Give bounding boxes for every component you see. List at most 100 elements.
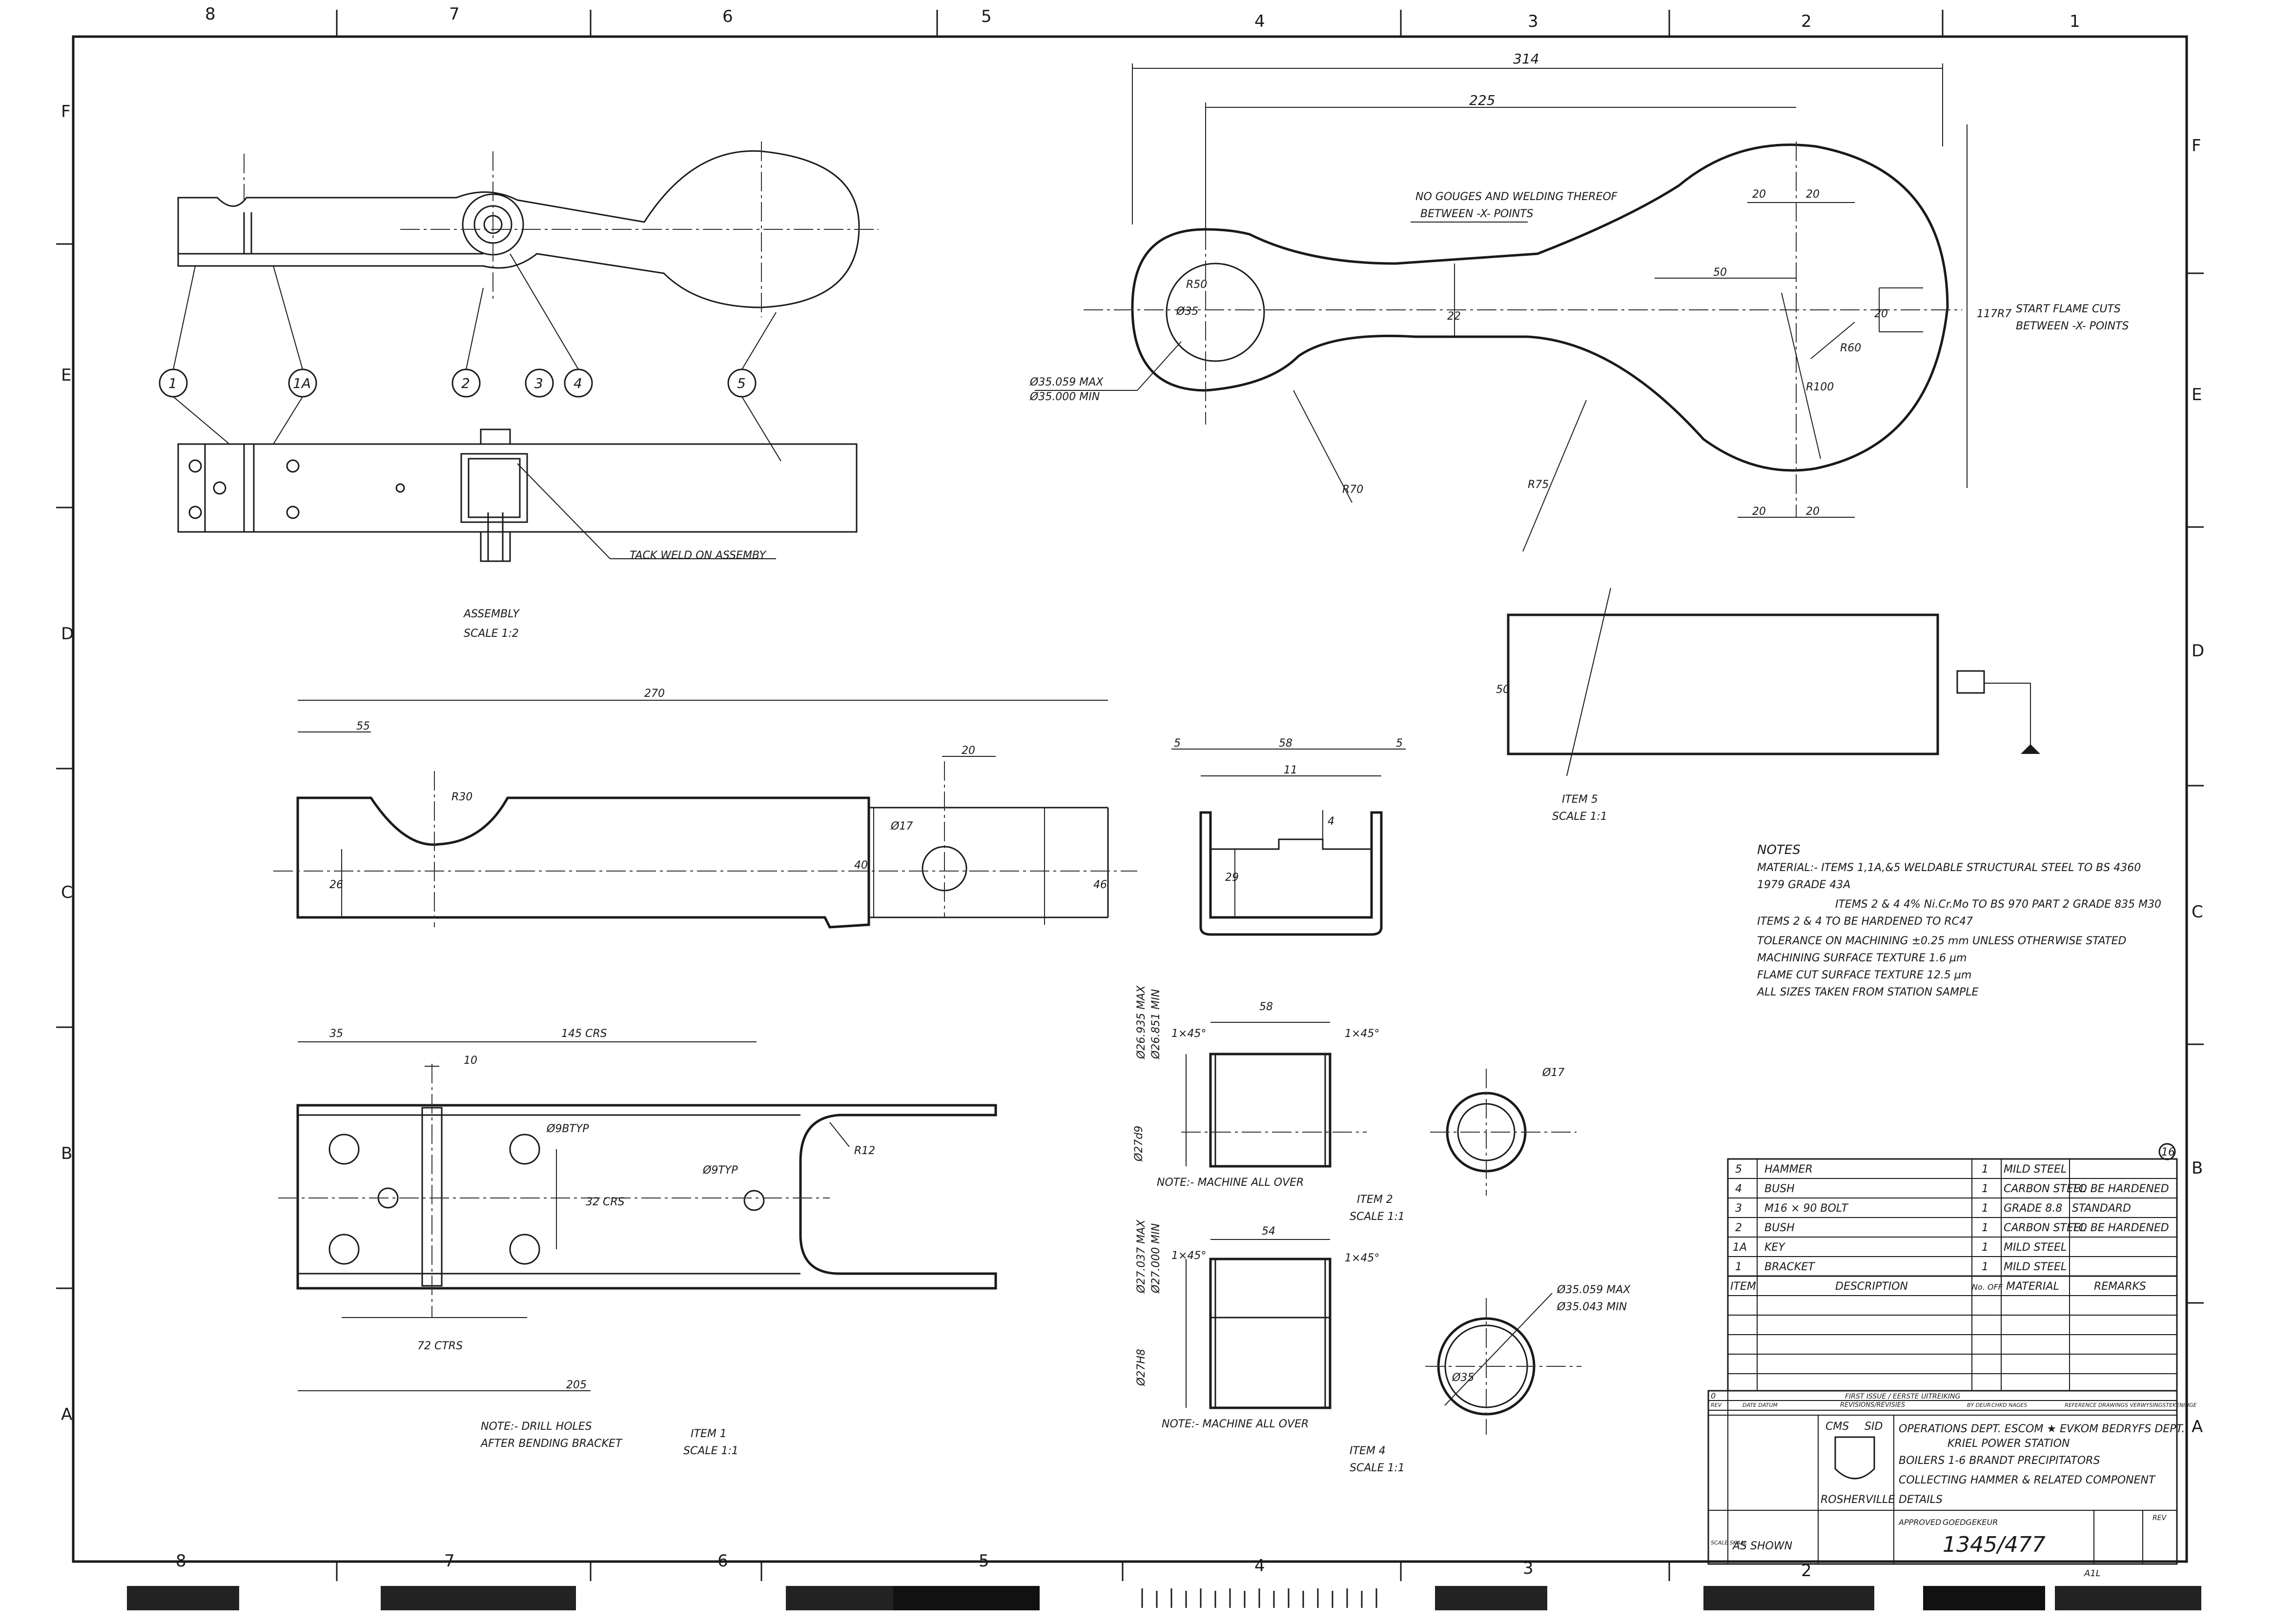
item2-scale: SCALE 1:1 <box>1350 1211 1405 1223</box>
bom-row-3: 3 M16 × 90 BOLT 1 GRADE 8.8 STANDARD <box>1735 1202 2131 1215</box>
svg-text:SCALE SKAAL: SCALE SKAAL <box>1711 1540 1747 1546</box>
escom-logo <box>1834 1436 1875 1480</box>
bom-row-2: 2 BUSH 1 CARBON STEEL TO BE HARDENED <box>1735 1222 2169 1234</box>
zone-col-4-b: 4 <box>1254 1556 1265 1576</box>
svg-text:No. OFF: No. OFF <box>1972 1282 2003 1292</box>
svg-text:2: 2 <box>1735 1222 1742 1234</box>
chamfer-2: 1×45° <box>1345 1028 1379 1040</box>
dim-72ctrs: 72 CTRS <box>417 1340 463 1352</box>
zone-row-d-r: D <box>2192 641 2204 661</box>
svg-text:KRIEL POWER STATION: KRIEL POWER STATION <box>1948 1438 2070 1450</box>
svg-text:1: 1 <box>1982 1183 1988 1195</box>
svg-text:ITEM: ITEM <box>1730 1280 1756 1293</box>
svg-text:APPROVED: APPROVED <box>1898 1518 1941 1527</box>
zone-col-1: 1 <box>2070 12 2080 31</box>
bush4-min: Ø27.000 MIN <box>1150 1223 1162 1294</box>
item4-bush-view: 54 1×45° 1×45° Ø27.037 MAX Ø27.000 MIN Ø… <box>1135 1219 1631 1474</box>
bom-row-5: 5 HAMMER 1 MILD STEEL <box>1735 1163 2067 1176</box>
scan-marker-strip <box>127 1586 2201 1610</box>
dim-58: 58 <box>1279 737 1292 750</box>
dim-5-b: 5 <box>1396 737 1403 750</box>
zone-row-f: F <box>61 102 71 122</box>
dim-r70: R70 <box>1342 484 1363 496</box>
chamfer-4: 1×45° <box>1345 1252 1379 1264</box>
hammer-outline <box>1131 143 1949 472</box>
zone-col-4: 4 <box>1254 12 1265 31</box>
zone-col-8: 8 <box>205 4 216 24</box>
chamfer-1: 1×45° <box>1171 1028 1206 1040</box>
dim-58-bush: 58 <box>1259 1001 1273 1013</box>
zone-col-2: 2 <box>1801 12 1812 31</box>
zone-col-5-b: 5 <box>979 1551 989 1571</box>
note-line-3: ITEMS 2 & 4 4% Ni.Cr.Mo TO BS 970 PART 2… <box>1835 898 2161 911</box>
note-between-points: BETWEEN -X- POINTS <box>1420 208 1534 220</box>
assembly-scale: SCALE 1:2 <box>464 628 519 640</box>
svg-text:0: 0 <box>1711 1391 1716 1401</box>
zone-row-a: A <box>61 1405 72 1424</box>
note-machine-all: NOTE:- MACHINE ALL OVER <box>1157 1177 1304 1189</box>
title-block: 0 FIRST ISSUE / EERSTE UITREIKING REV DA… <box>1707 1390 2196 1579</box>
note-line-1: MATERIAL:- ITEMS 1,1A,&5 WELDABLE STRUCT… <box>1757 862 2141 874</box>
zone-col-8-b: 8 <box>176 1551 186 1571</box>
svg-text:REV: REV <box>2152 1514 2167 1522</box>
svg-text:REMARKS: REMARKS <box>2094 1280 2146 1293</box>
zone-col-7: 7 <box>449 4 460 24</box>
bush4-omax: Ø35.059 MAX <box>1557 1284 1631 1296</box>
bush2-d27: Ø27d9 <box>1133 1126 1145 1162</box>
item5-hammer-view: 314 225 NO GOUGES AND WELDING THEREOF BE… <box>1029 51 2129 823</box>
svg-text:CARBON STEEL: CARBON STEEL <box>2004 1183 2086 1195</box>
assembly-balloons: 1 1A 2 3 4 5 <box>159 368 757 398</box>
bom-headers: ITEM DESCRIPTION No. OFF MATERIAL REMARK… <box>1730 1280 2146 1293</box>
svg-text:SID: SID <box>1865 1421 1883 1433</box>
tack-weld-note: TACK WELD ON ASSEMBY <box>630 549 767 562</box>
dim-9typ: Ø9TYP <box>702 1164 738 1177</box>
balloon-5-label: 5 <box>737 375 746 391</box>
balloon-3 <box>525 368 554 398</box>
datum-triangle <box>2021 744 2040 754</box>
svg-text:DESCRIPTION: DESCRIPTION <box>1835 1280 1908 1293</box>
dim-dia17: Ø17 <box>890 820 913 832</box>
dim-4: 4 <box>1328 815 1334 828</box>
svg-text:BUSH: BUSH <box>1764 1183 1795 1195</box>
bom-row-4: 4 BUSH 1 CARBON STEEL TO BE HARDENED <box>1735 1183 2169 1195</box>
balloon-1-label: 1 <box>168 375 177 391</box>
svg-text:ROSHERVILLE: ROSHERVILLE <box>1821 1494 1895 1506</box>
note-line-4: ITEMS 2 & 4 TO BE HARDENED TO RC47 <box>1757 915 1973 928</box>
hammer-bore <box>1166 263 1265 362</box>
zone-col-3-b: 3 <box>1523 1559 1534 1578</box>
dim-46: 46 <box>1093 879 1107 891</box>
bill-of-materials: 16 5 HAMMER 1 MILD STEEL <box>1727 1143 2178 1392</box>
notes-title: NOTES <box>1757 843 1801 857</box>
svg-text:REFERENCE DRAWINGS VERWYSINGST: REFERENCE DRAWINGS VERWYSINGSTEKENINGE <box>2065 1402 2196 1408</box>
svg-text:1: 1 <box>1982 1241 1988 1254</box>
assembly-title: ASSEMBLY <box>463 608 520 620</box>
bush2-dia17: Ø17 <box>1542 1067 1564 1079</box>
zone-col-2-b: 2 <box>1801 1561 1812 1581</box>
svg-text:FIRST ISSUE / EERSTE UITREIKIN: FIRST ISSUE / EERSTE UITREIKING <box>1845 1393 1960 1401</box>
svg-text:GOEDGEKEUR: GOEDGEKEUR <box>1943 1518 1998 1527</box>
zone-col-5: 5 <box>981 7 992 26</box>
svg-text:TO BE HARDENED: TO BE HARDENED <box>2072 1183 2169 1195</box>
dim-20-b: 20 <box>1806 188 1820 201</box>
zone-row-e-r: E <box>2192 385 2202 405</box>
bom-row-1a: 1A KEY 1 MILD STEEL <box>1733 1241 2067 1254</box>
balloon-3-label: 3 <box>534 375 543 391</box>
bom-row-1: 1 BRACKET 1 MILD STEEL <box>1735 1261 2067 1273</box>
zone-col-3: 3 <box>1528 12 1538 31</box>
balloon-2-label: 2 <box>461 375 470 391</box>
zone-col-6-b: 6 <box>718 1551 728 1571</box>
dim-r100: R100 <box>1806 381 1834 393</box>
note-flame-cuts: START FLAME CUTS <box>2016 303 2121 315</box>
tack-weld-leader <box>517 463 611 559</box>
dim-r75: R75 <box>1528 479 1549 491</box>
dim-54: 54 <box>1262 1225 1275 1238</box>
svg-text:1: 1 <box>1982 1202 1988 1215</box>
svg-text:CHKD NAGES: CHKD NAGES <box>1991 1402 2027 1408</box>
svg-text:A1L: A1L <box>2084 1568 2101 1579</box>
bore-min: Ø35.000 MIN <box>1029 391 1100 403</box>
svg-text:MILD STEEL: MILD STEEL <box>2004 1241 2067 1254</box>
dim-r60: R60 <box>1840 342 1861 354</box>
zone-columns-top: 8 7 6 5 4 3 2 1 <box>205 4 2080 31</box>
dim-r50: R50 <box>1186 279 1207 291</box>
